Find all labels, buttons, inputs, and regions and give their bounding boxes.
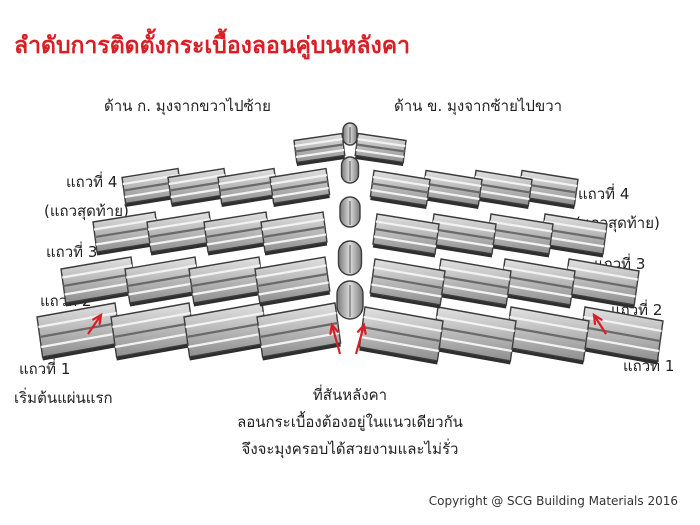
tile-left-row2-1	[60, 256, 137, 307]
tile-right-row3-4	[372, 213, 440, 258]
tile-right-row2-2	[499, 258, 576, 309]
tile-left-row1-3	[183, 302, 269, 361]
side-a-label: ด้าน ก. มุงจากขวาไปซ้าย	[104, 97, 271, 115]
arrow-left-up-icon	[87, 312, 103, 335]
ridge-cap-5	[336, 280, 364, 320]
ridge-note-line1: ที่สันหลังคา	[312, 386, 388, 404]
tile-left-row2-2	[124, 256, 201, 307]
tile-left-row1-2	[110, 302, 196, 361]
ridge-cap-1	[342, 122, 358, 146]
tile-right-row1-2	[504, 306, 590, 365]
tile-right-row3-3	[429, 213, 497, 258]
tile-left-top	[293, 132, 346, 166]
diagram-title: ลำดับการติดตั้งกระเบื้องลอนคู่บนหลังคา	[14, 33, 411, 59]
ridge-group	[336, 122, 364, 320]
tile-left-row3-4	[260, 211, 328, 256]
ridge-note-line2: ลอนกระเบื้องต้องอยู่ในแนวเดียวกัน	[237, 413, 463, 431]
left-row4-note: (แถวสุดท้าย)	[44, 202, 129, 220]
left-row4-label: แถวที่ 4	[66, 173, 118, 191]
tile-right-row4-2	[471, 169, 533, 209]
tile-left-row4-4	[269, 167, 331, 207]
tile-right-row4-1	[517, 169, 579, 209]
tile-left-row3-1	[92, 211, 160, 256]
tile-right-top	[354, 132, 407, 166]
left-row1-label: แถวที่ 1	[19, 360, 71, 378]
ridge-cap-2	[340, 156, 360, 184]
tile-right-row1-3	[431, 306, 517, 365]
tile-right-row2-1	[563, 258, 640, 309]
side-b-label: ด้าน ข. มุงจากซ้ายไปขวา	[394, 97, 563, 115]
tile-left-row3-2	[146, 211, 214, 256]
ridge-cap-4	[337, 240, 363, 276]
tile-right-row4-4	[369, 169, 431, 209]
tile-right-row2-4	[369, 258, 446, 309]
tile-right-row3-2	[486, 213, 554, 258]
arrow-right-up-icon	[592, 312, 607, 335]
tile-left-row2-3	[188, 256, 265, 307]
right-row1-label: แถวที่ 1	[623, 357, 675, 375]
tile-right-row2-3	[435, 258, 512, 309]
ridge-cap-3	[339, 196, 361, 228]
tile-left-row4-3	[217, 167, 279, 207]
copyright-text: Copyright @ SCG Building Materials 2016	[428, 494, 678, 508]
tile-left-row1-1	[36, 302, 122, 361]
tile-left-row1-4	[256, 302, 342, 361]
tile-group	[36, 132, 664, 365]
tile-right-row4-3	[421, 169, 483, 209]
arrow-group	[87, 312, 607, 355]
tile-right-row1-4	[358, 306, 444, 365]
arrow-ridge-left-icon	[329, 322, 342, 355]
arrow-ridge-right-icon	[354, 322, 367, 355]
left-row3-label: แถวที่ 3	[46, 243, 98, 261]
tile-right-row1-1	[578, 306, 664, 365]
ridge-note-line3: จึงจะมุงครอบได้สวยงามและไม่รั่ว	[241, 440, 459, 458]
tile-left-row3-3	[203, 211, 271, 256]
left-row1-note: เริ่มต้นแผ่นแรก	[14, 389, 113, 407]
tile-left-row2-4	[254, 256, 331, 307]
right-row4-label: แถวที่ 4	[578, 185, 630, 203]
